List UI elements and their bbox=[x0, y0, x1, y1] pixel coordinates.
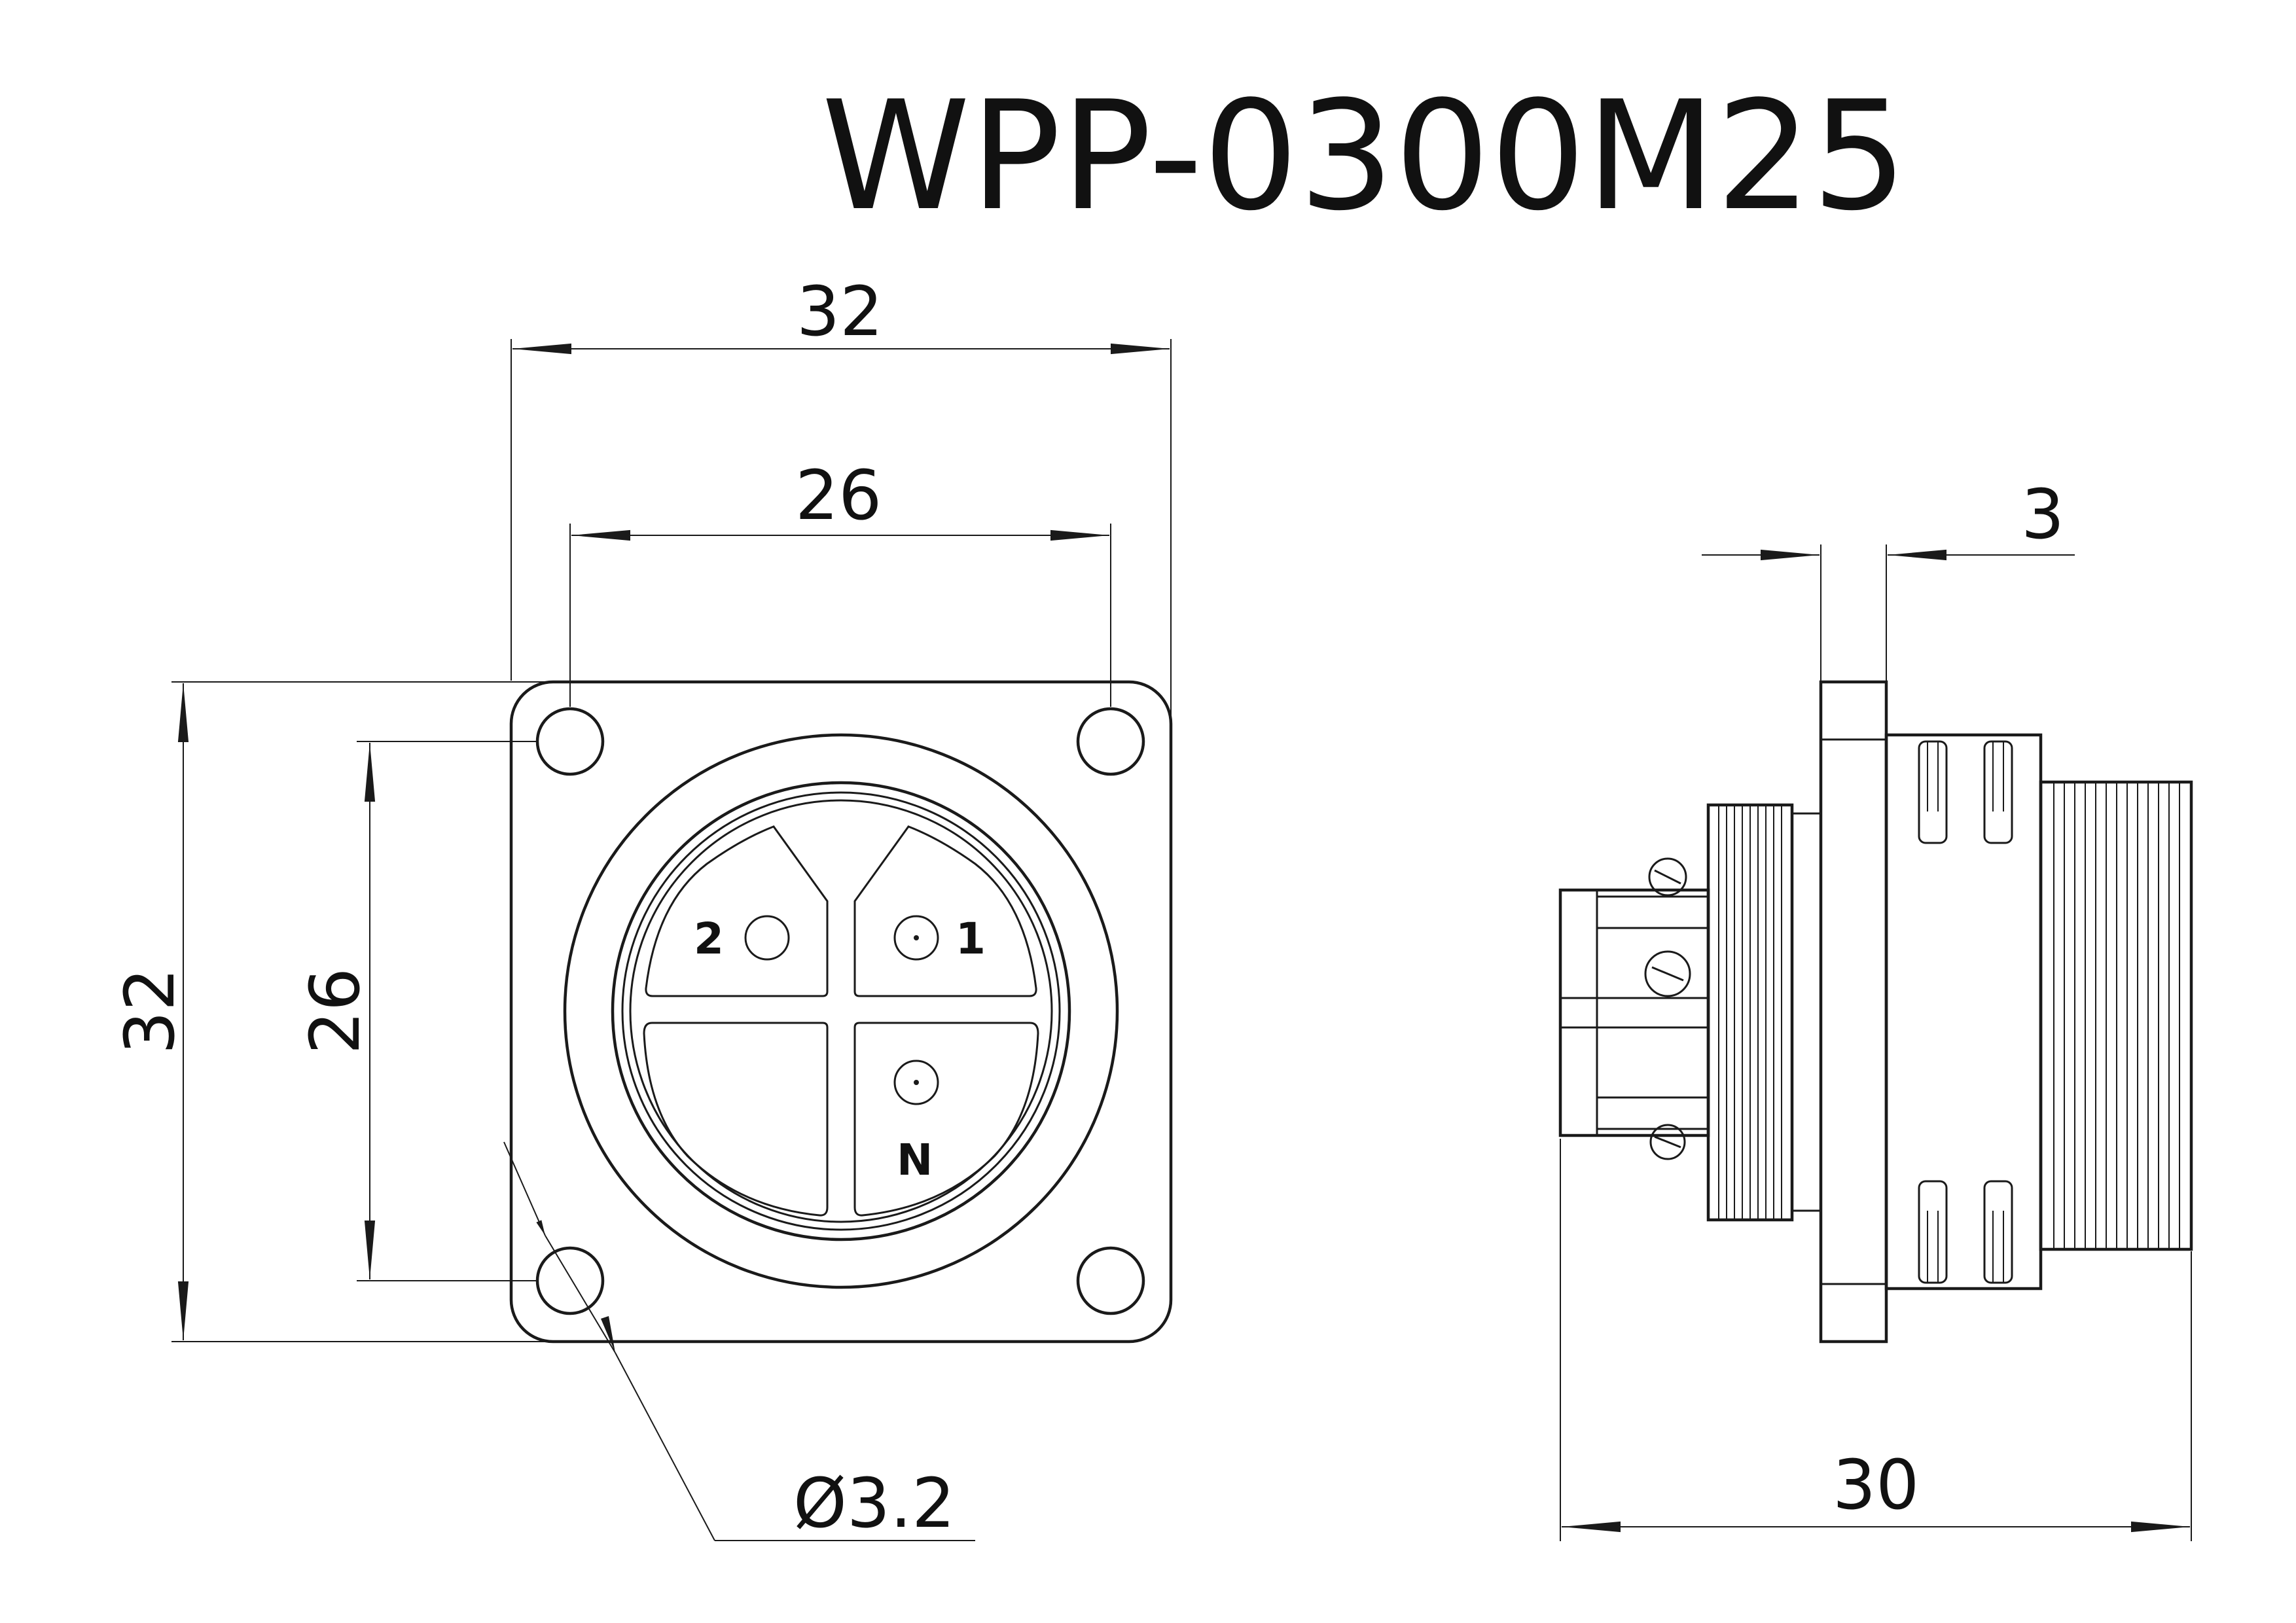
mounting-hole-bottom-left bbox=[535, 1246, 605, 1315]
pin-label-2: 2 bbox=[694, 914, 724, 964]
terminal-housing bbox=[1558, 888, 1710, 1137]
side-view-dimensions: 3 30 bbox=[1560, 474, 2192, 1541]
inner-ring bbox=[611, 781, 1071, 1241]
latch-windows bbox=[1918, 740, 2013, 1284]
terminal-screw-middle bbox=[1644, 950, 1691, 997]
coupling-thread-lines bbox=[2053, 782, 2180, 1249]
part-number-title: WPP-0300M25 bbox=[821, 69, 1907, 244]
sector-bottom-left bbox=[643, 1022, 829, 1217]
dim-flange-thickness: 3 bbox=[2021, 474, 2064, 554]
contact-n-center bbox=[914, 1080, 919, 1085]
mounting-hole-top-left bbox=[535, 707, 605, 776]
contact-1-center bbox=[914, 935, 919, 940]
contact-1 bbox=[893, 915, 939, 961]
dim-width-outer: 32 bbox=[797, 272, 883, 351]
sector-top-right bbox=[853, 825, 1037, 997]
square-flange bbox=[509, 680, 1173, 1344]
side-flange-plate bbox=[1819, 680, 1888, 1344]
nut-thread-lines bbox=[1718, 805, 1782, 1220]
mounting-hole-bottom-right bbox=[1076, 1246, 1145, 1315]
dim-height-outer: 32 bbox=[110, 968, 190, 1054]
outer-ring bbox=[563, 733, 1119, 1289]
side-view bbox=[1558, 680, 2193, 1344]
side-body bbox=[1884, 733, 2043, 1291]
terminal-screw-bottom bbox=[1649, 1124, 1686, 1160]
sector-bottom-right bbox=[853, 1022, 1039, 1217]
insert-ring-inner bbox=[629, 799, 1053, 1223]
insert-ring bbox=[621, 791, 1061, 1231]
mounting-hole-top-right bbox=[1076, 707, 1145, 776]
dim-height-holes: 26 bbox=[295, 968, 375, 1054]
sector-top-left bbox=[645, 825, 829, 997]
pin-label-1: 1 bbox=[956, 914, 986, 964]
pin-label-n: N bbox=[897, 1135, 933, 1185]
contact-n bbox=[893, 1060, 939, 1105]
front-view: 2 1 N bbox=[509, 680, 1173, 1344]
dim-width-holes: 26 bbox=[795, 455, 882, 535]
terminal-screw-top bbox=[1648, 857, 1687, 897]
dim-overall-length: 30 bbox=[1833, 1445, 1919, 1525]
front-view-dimensions: 32 26 32 26 Ø3.2 bbox=[110, 272, 1172, 1543]
dim-hole-diameter: Ø3.2 bbox=[793, 1463, 955, 1543]
contact-2 bbox=[744, 915, 790, 961]
